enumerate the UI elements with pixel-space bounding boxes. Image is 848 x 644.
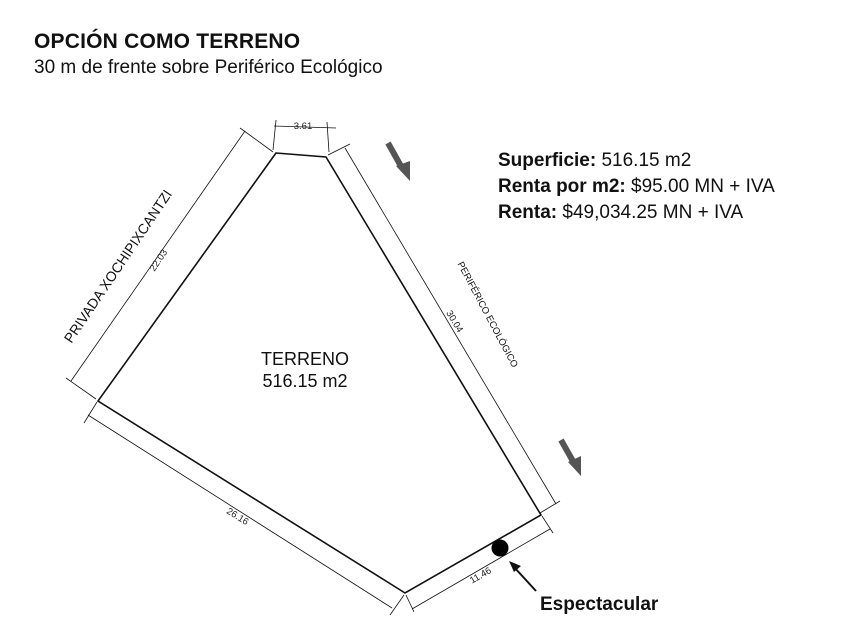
lot-area: 516.15 m2: [262, 371, 348, 391]
dimension-right-label: 30.04: [443, 309, 465, 335]
superficie-value: 516.15 m2: [601, 150, 692, 171]
renta-label: Renta:: [498, 202, 558, 223]
page-title: OPCIÓN COMO TERRENO: [34, 30, 301, 53]
renta-row: Renta: $49,034.25 MN + IVA: [498, 200, 775, 226]
lot-outline: [96, 152, 543, 594]
dimension-bottom-left-label: 26.16: [224, 506, 250, 528]
dimension-left: [65, 127, 274, 400]
dimension-top-label: 3.61: [294, 121, 313, 132]
billboard-marker-icon: [491, 539, 509, 557]
billboard-label: Espectacular: [540, 594, 659, 615]
superficie-label: Superficie:: [498, 150, 597, 171]
direction-arrow-bottom-icon: [558, 438, 581, 476]
renta-m2-row: Renta por m2: $95.00 MN + IVA: [498, 174, 775, 200]
lot-name: TERRENO: [260, 349, 349, 369]
superficie-row: Superficie: 516.15 m2: [498, 148, 775, 174]
dimension-right: [327, 143, 561, 514]
marker-pointer-arrow-icon: [509, 561, 537, 592]
dimension-left-label: 22.03: [148, 248, 170, 274]
dimension-bottom-right-label: 11.46: [468, 565, 493, 586]
info-panel: Superficie: 516.15 m2 Renta por m2: $95.…: [498, 148, 775, 226]
lot-label: TERRENO 516.15 m2: [230, 348, 380, 392]
renta-value: $49,034.25 MN + IVA: [562, 202, 744, 223]
dimension-bottom-right: [405, 515, 554, 613]
direction-arrow-top-icon: [385, 141, 410, 181]
street-right-label: PERIFÉRICO ECOLÓGICO: [455, 260, 520, 370]
renta-m2-label: Renta por m2:: [498, 176, 626, 197]
page-subtitle: 30 m de frente sobre Periférico Ecológic…: [34, 57, 383, 78]
dimension-top: [272, 119, 337, 153]
dimension-bottom-left: [83, 401, 405, 616]
renta-m2-value: $95.00 MN + IVA: [631, 176, 775, 197]
